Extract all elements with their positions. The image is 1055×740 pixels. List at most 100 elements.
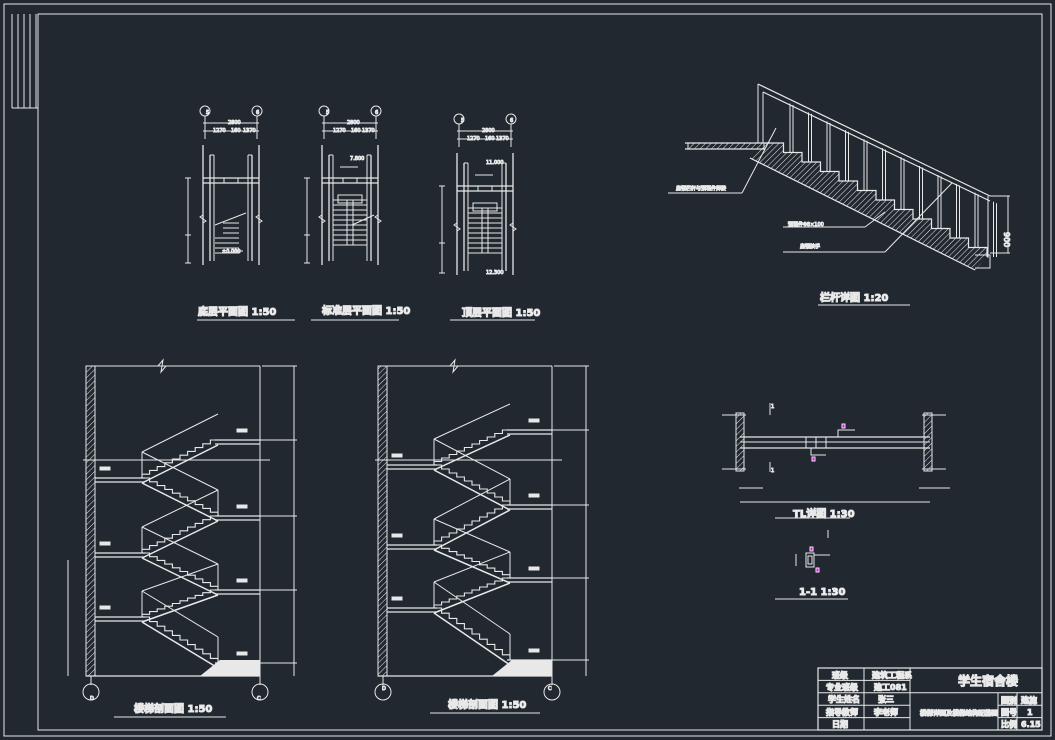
floor-slab-hatch bbox=[687, 142, 765, 150]
drawing-frame bbox=[3, 3, 1052, 737]
break-mark bbox=[453, 222, 461, 232]
rebar-dot bbox=[811, 456, 816, 462]
dim-part: 160 bbox=[351, 128, 361, 134]
stair-flight bbox=[434, 607, 511, 660]
stair-slab bbox=[433, 509, 511, 551]
plan-title-standard: 标准层平面图 1:50 bbox=[321, 304, 410, 317]
stair-slab bbox=[141, 444, 219, 484]
tb-value: 张三 bbox=[878, 695, 894, 704]
stair-slab bbox=[141, 520, 219, 559]
stair-slab bbox=[141, 482, 219, 522]
level-mark: 11.000 bbox=[486, 160, 504, 166]
stair-flight bbox=[433, 504, 510, 545]
tb-meta-value: 6.15 bbox=[1021, 720, 1041, 729]
level-mark: 7.800 bbox=[350, 156, 364, 162]
title-block: 班级 建筑工程系 专业班级 建工081 学生姓名 张三 指导教师 李老师 日期 … bbox=[817, 667, 1043, 731]
wall bbox=[377, 365, 388, 677]
stair-flight bbox=[433, 429, 510, 465]
level-tag bbox=[528, 648, 540, 653]
dim-part: 1270 bbox=[213, 128, 226, 134]
leader-line bbox=[741, 127, 777, 194]
section-title-right: 楼梯剖面图 1:50 bbox=[448, 698, 526, 711]
break-mark bbox=[449, 358, 459, 374]
railing-line bbox=[433, 518, 511, 553]
railing-line bbox=[141, 526, 219, 565]
dim-total: 2800 bbox=[482, 128, 495, 134]
rebar-dot bbox=[809, 546, 814, 552]
stair-slab bbox=[433, 434, 511, 471]
section-1-1-title: 1-1 1:30 bbox=[799, 587, 845, 598]
railing-line bbox=[141, 413, 219, 453]
tb-value: 李老师 bbox=[873, 707, 898, 717]
level-mark: 12.300 bbox=[486, 270, 504, 276]
dim-total: 2800 bbox=[347, 120, 360, 126]
stair-flight bbox=[434, 544, 511, 578]
axis-bubble bbox=[374, 683, 392, 701]
handrail bbox=[762, 91, 991, 202]
stair-flight bbox=[142, 616, 219, 663]
tb-meta-label: 比例 bbox=[1001, 719, 1017, 729]
railing-line bbox=[433, 438, 511, 480]
tb-value: 建工081 bbox=[873, 682, 907, 692]
break-mark bbox=[157, 358, 167, 374]
axis-label: D bbox=[382, 686, 386, 692]
wall-right bbox=[923, 412, 933, 472]
tb-label: 学生姓名 bbox=[828, 694, 860, 704]
axis-label: C bbox=[257, 696, 261, 702]
rebar-leader bbox=[837, 429, 855, 437]
stair-flight bbox=[141, 515, 218, 553]
stair-flight bbox=[141, 439, 218, 478]
break-mark bbox=[509, 222, 517, 232]
level-tag bbox=[391, 453, 403, 458]
stair-slab bbox=[433, 549, 511, 584]
cut-line bbox=[214, 212, 247, 226]
axis-label: C bbox=[548, 686, 552, 692]
level-tag bbox=[391, 596, 403, 601]
tb-label: 专业班级 bbox=[826, 682, 859, 692]
railing-height: 900 bbox=[1002, 232, 1011, 247]
cut-line bbox=[351, 214, 375, 226]
plan-title-top: 顶层平面图 1:50 bbox=[462, 307, 540, 319]
stair-flight bbox=[141, 589, 218, 617]
axis-bubble bbox=[251, 683, 269, 701]
window-opening bbox=[223, 177, 239, 184]
stair-slab bbox=[141, 557, 219, 596]
axis-bubble bbox=[82, 683, 100, 701]
window-opening bbox=[342, 177, 358, 184]
dim-part: 1370 bbox=[243, 128, 256, 134]
tb-value: 建筑工程系 bbox=[871, 670, 912, 680]
dim-part: 1270 bbox=[333, 128, 346, 134]
level-tag bbox=[236, 428, 248, 433]
railing-line bbox=[433, 581, 511, 635]
level-tag bbox=[236, 504, 248, 509]
dim-total: 2800 bbox=[228, 120, 241, 126]
beam-detail-title: TL详图 1:30 bbox=[793, 507, 855, 520]
dim-part: 160 bbox=[485, 136, 495, 142]
dim-part: 1270 bbox=[467, 136, 480, 142]
level-tag bbox=[99, 466, 111, 471]
break-mark bbox=[255, 214, 263, 224]
dim-part: 1370 bbox=[362, 128, 375, 134]
window-opening bbox=[477, 185, 493, 192]
ground-step-fill bbox=[200, 660, 260, 676]
railing-line bbox=[141, 451, 219, 491]
railing-note: 扁钢栏杆与预埋件焊接 bbox=[676, 185, 726, 192]
stair-slab bbox=[433, 582, 511, 614]
dim-part: 1370 bbox=[496, 136, 509, 142]
tb-project: 学生宿舍楼 bbox=[958, 673, 1018, 688]
stairwell bbox=[346, 199, 354, 246]
section-title-left: 楼梯剖面图 1:50 bbox=[134, 702, 212, 715]
section-mark: 1 bbox=[771, 404, 774, 410]
break-mark bbox=[199, 214, 207, 224]
rebar-dot bbox=[815, 567, 820, 573]
inner-border bbox=[37, 13, 1043, 731]
tb-label: 班级 bbox=[832, 670, 849, 680]
stair-flight bbox=[142, 477, 219, 516]
level-tag bbox=[99, 541, 111, 546]
wall bbox=[85, 365, 96, 677]
level-tag bbox=[99, 605, 111, 610]
stair-slab bbox=[433, 469, 511, 511]
break-mark bbox=[318, 214, 326, 224]
level-tag bbox=[528, 418, 540, 423]
